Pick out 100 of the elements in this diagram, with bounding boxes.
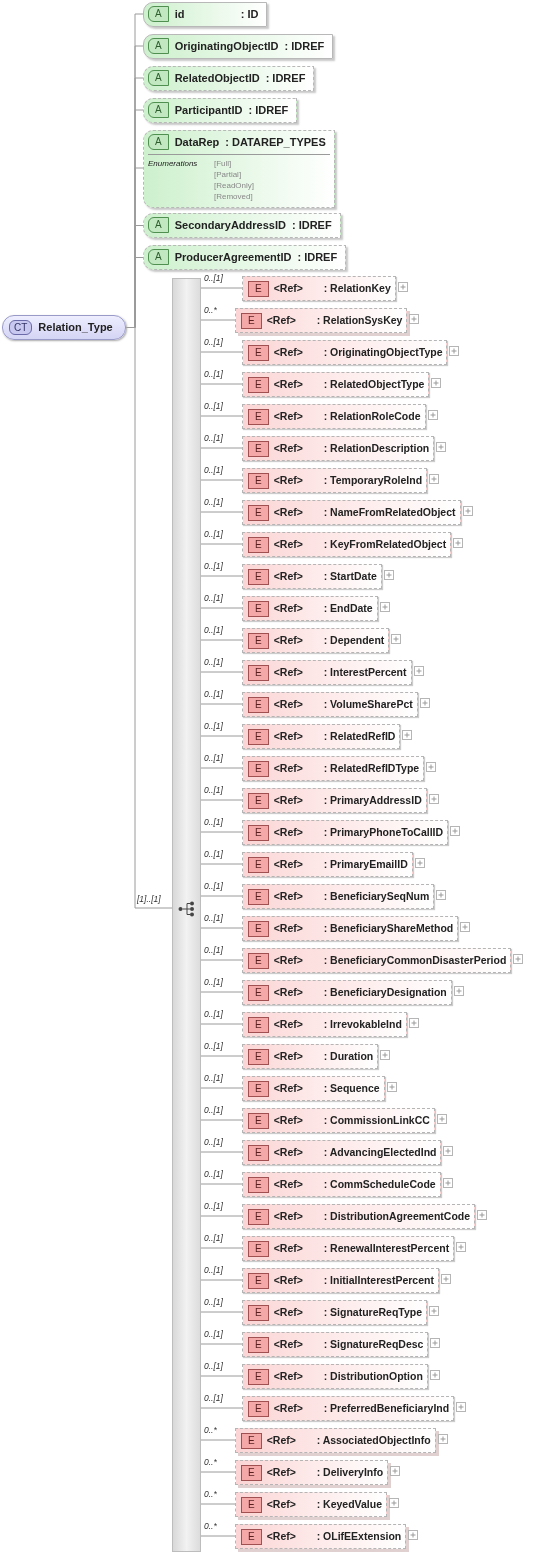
element-type: : BeneficiarySeqNum (323, 888, 430, 904)
element-box (242, 1300, 428, 1325)
element-type: : RelationDescription (323, 440, 430, 456)
element-badge: E (248, 1144, 269, 1161)
ref-label: <Ref> (273, 696, 304, 712)
ref-label: <Ref> (266, 1432, 297, 1448)
connector-line (200, 607, 243, 609)
attribute-name: DataRep (174, 135, 220, 150)
cardinality-label: 0..[1] (204, 433, 223, 443)
attribute-box (143, 245, 347, 270)
cardinality-label: 0..[1] (204, 401, 223, 411)
connector-line (200, 511, 243, 513)
element-badge: E (248, 888, 269, 905)
connector-line (200, 1183, 243, 1185)
cardinality-label: 0..[1] (204, 369, 223, 379)
connector-line (200, 671, 243, 673)
connector-line (200, 1279, 243, 1281)
element-type: : RelatedRefID (323, 728, 396, 744)
element-type: : SignatureReqDesc (323, 1336, 424, 1352)
connector-line (200, 1023, 243, 1025)
ref-label: <Ref> (273, 632, 304, 648)
connector-line (200, 1119, 243, 1121)
connector-line (200, 1343, 243, 1345)
attribute-type: : IDREF (284, 39, 326, 54)
element-type: : PrimaryEmailID (323, 856, 408, 872)
cardinality-label: 0..[1] (204, 881, 223, 891)
element-box (242, 1076, 385, 1101)
element-box (242, 884, 435, 909)
element-type: : Dependent (323, 632, 385, 648)
element-box (242, 660, 412, 685)
connector-line (200, 703, 243, 705)
cardinality-label: 0..[1] (204, 337, 223, 347)
attribute-badge: A (148, 102, 169, 119)
enumeration-value: [Removed] (214, 190, 254, 202)
ref-label: <Ref> (273, 1336, 304, 1352)
element-badge: E (248, 984, 269, 1001)
element-type: : KeyFromRelatedObject (323, 536, 447, 552)
element-type: : StartDate (323, 568, 377, 584)
connector-line (200, 799, 243, 801)
element-badge: E (248, 1112, 269, 1129)
attribute-name: ProducerAgreementID (174, 250, 292, 265)
cardinality-label: 0..[1] (204, 721, 223, 731)
cardinality-label: 0..[1] (204, 273, 223, 283)
connector-line (200, 767, 243, 769)
element-badge: E (248, 504, 269, 521)
complex-type-badge: CT (9, 320, 33, 335)
ref-label: <Ref> (273, 1400, 304, 1416)
attribute-badge: A (148, 249, 169, 266)
element-badge: E (241, 312, 262, 329)
element-badge: E (248, 408, 269, 425)
cardinality-label: 0..[1] (204, 1233, 223, 1243)
connector-line (200, 1503, 236, 1505)
element-badge: E (248, 1368, 269, 1385)
ref-label: <Ref> (273, 1208, 304, 1224)
element-type: : IrrevokableInd (323, 1016, 402, 1032)
ref-label: <Ref> (273, 1144, 304, 1160)
element-box (242, 1332, 429, 1357)
connector-line (200, 1535, 236, 1537)
cardinality-label: 0..[1] (204, 529, 223, 539)
cardinality-label: 0..[1] (204, 1137, 223, 1147)
connector-line (200, 927, 243, 929)
cardinality-label: 0..[1] (204, 1361, 223, 1371)
element-type: : DeliveryInfo (316, 1464, 384, 1480)
element-box (242, 596, 378, 621)
element-badge: E (248, 376, 269, 393)
connector-line (200, 1151, 243, 1153)
element-type: : InterestPercent (323, 664, 407, 680)
attribute-name: SecondaryAddressID (174, 218, 286, 233)
connector-line (200, 895, 243, 897)
attribute-type: : IDREF (265, 71, 307, 86)
enumerations-heading: Enumerations (148, 157, 199, 170)
ref-label: <Ref> (266, 312, 297, 328)
cardinality-label: 0..[1] (204, 593, 223, 603)
attribute-box (143, 66, 315, 91)
attribute-box (143, 34, 334, 59)
attribute-type: : IDREF (297, 250, 339, 265)
element-type: : CommScheduleCode (323, 1176, 436, 1192)
element-type: : TemporaryRoleInd (323, 472, 423, 488)
element-badge: E (248, 1304, 269, 1321)
connector-line (200, 639, 243, 641)
connector-line (200, 1087, 243, 1089)
element-type: : Duration (323, 1048, 374, 1064)
element-badge: E (241, 1496, 262, 1513)
element-badge: E (241, 1464, 262, 1481)
ref-label: <Ref> (273, 1240, 304, 1256)
cardinality-label: [1]..[1] (137, 894, 161, 904)
cardinality-label: 0..[1] (204, 1105, 223, 1115)
element-box (242, 1012, 407, 1037)
ref-label: <Ref> (273, 664, 304, 680)
cardinality-label: 0..[1] (204, 657, 223, 667)
cardinality-label: 0..[1] (204, 945, 223, 955)
connector-line (200, 447, 243, 449)
element-badge: E (248, 792, 269, 809)
element-type: : NameFromRelatedObject (323, 504, 456, 520)
cardinality-label: 0..[1] (204, 785, 223, 795)
element-type: : RelationKey (323, 280, 391, 296)
element-box (242, 756, 425, 781)
element-badge: E (248, 1208, 269, 1225)
connector-line (200, 959, 243, 961)
connector-line (200, 991, 243, 993)
